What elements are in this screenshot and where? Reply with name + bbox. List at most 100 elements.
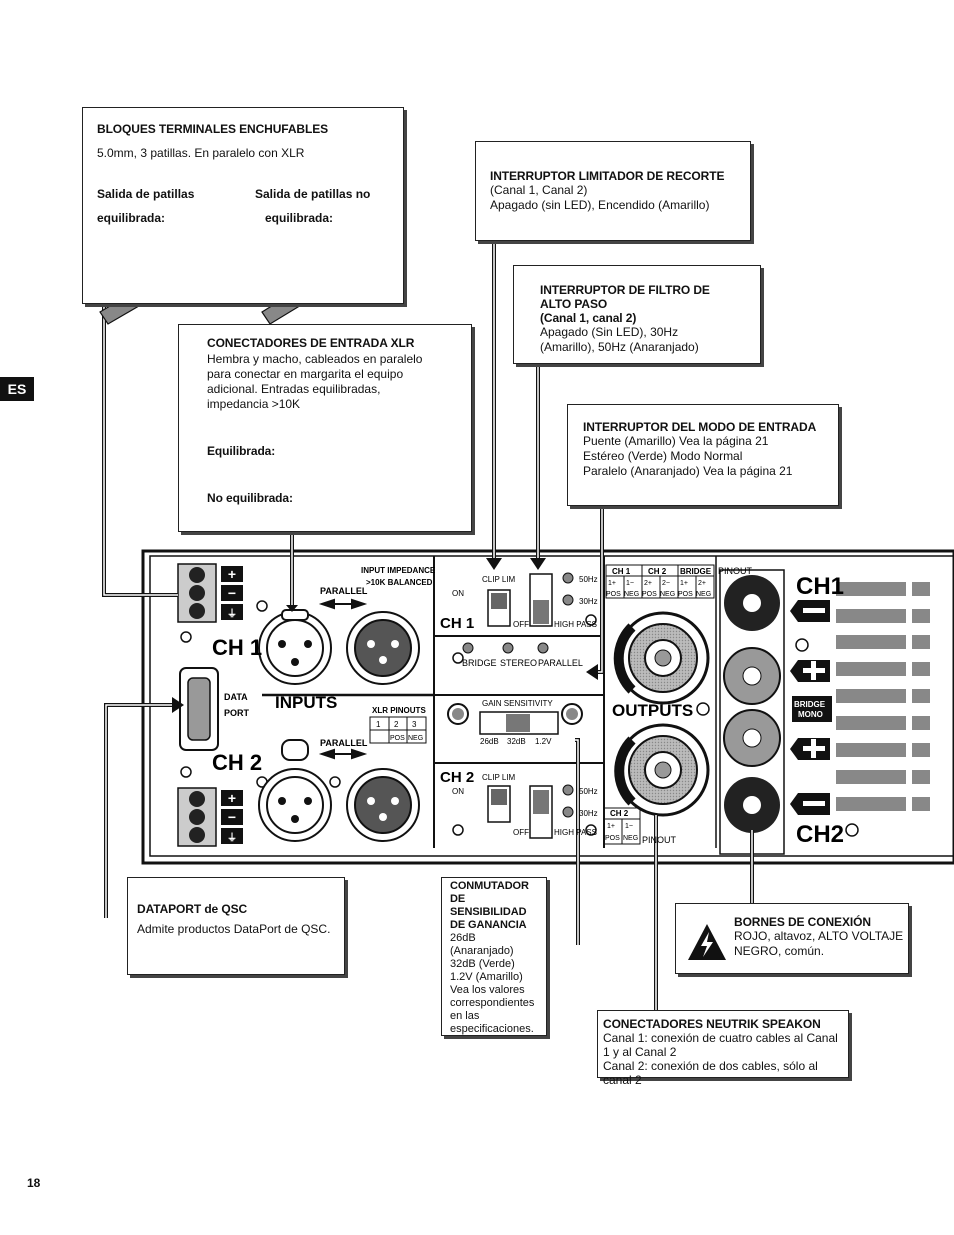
callout-binding-posts: BORNES DE CONEXIÓN ROJO, altavoz, ALTO V… xyxy=(675,903,909,974)
callout-text-1: Puente (Amarillo) Vea la página 21 xyxy=(583,434,769,448)
pin-pos-1: POS xyxy=(606,591,621,598)
data-port-label-2: PORT xyxy=(224,708,250,718)
callout-xlr-inputs: CONECTADORES DE ENTRADA XLR Hembra y mac… xyxy=(178,324,472,532)
hz50-label-ch1: 50Hz xyxy=(579,575,598,584)
speakon-pinout-table-ch1 xyxy=(605,564,715,599)
xlr-pin-2: 2 xyxy=(394,720,399,729)
bridge-mono-label-1: BRIDGE xyxy=(794,700,826,709)
callout-text-1: Canal 1: conexión de cuatro cables al Ca… xyxy=(603,1031,838,1059)
svg-text:+: + xyxy=(228,566,236,582)
high-voltage-warning-icon xyxy=(688,924,726,960)
callout-clip-limiter: INTERRUPTOR LIMITADOR DE RECORTE (Canal … xyxy=(475,141,751,241)
callout-title: INTERRUPTOR DE FILTRO DE ALTO PASO xyxy=(540,283,710,311)
callout-high-pass: INTERRUPTOR DE FILTRO DE ALTO PASO (Cana… xyxy=(513,265,761,364)
callout-title-4: DE GANANCIA xyxy=(450,919,527,931)
binding-post-ch2-negative xyxy=(724,777,780,833)
unbalanced-label-1: Salida de patillas no xyxy=(255,187,371,201)
high-pass-switch-ch2 xyxy=(529,785,553,839)
input-mode-leds xyxy=(462,572,574,818)
off-label-ch1: OFF xyxy=(513,620,529,629)
callout-text-2: 32dB (Verde) xyxy=(450,958,515,970)
output-ch1-label: CH1 xyxy=(796,573,844,600)
callout-dataport: DATAPORT de QSC Admite productos DataPor… xyxy=(127,877,345,975)
svg-text:+: + xyxy=(228,790,236,806)
hz50-label-ch2: 50Hz xyxy=(579,787,598,796)
callout-text: Apagado (Sin LED), 30Hz (Amarillo), 50Hz… xyxy=(540,325,699,354)
balanced-label-1: Salida de patillas xyxy=(97,187,195,201)
pin-1n-a: 1− xyxy=(626,580,634,587)
balanced-label-2: equilibrada: xyxy=(97,211,166,225)
speakon-connector-ch1 xyxy=(613,611,710,705)
gain-1-2v-label: 1.2V xyxy=(535,737,552,746)
callout-subtitle: (Canal 1, canal 2) xyxy=(540,311,637,325)
high-pass-label-ch1: HIGH PASS xyxy=(554,620,597,629)
pinout-bridge-header: BRIDGE xyxy=(680,567,712,576)
xlr-unbalanced-label: No equilibrada: xyxy=(207,491,293,505)
terminal-block-ch1: + − ⏚ xyxy=(177,563,243,623)
callout-text: 5.0mm, 3 patillas. En paralelo con XLR xyxy=(97,146,305,160)
callout-text: ROJO, altavoz, ALTO VOLTAJE NEGRO, común… xyxy=(734,929,904,958)
callout-text-2: Canal 2: conexión de dos cables, sólo al… xyxy=(603,1059,818,1087)
high-pass-switch-ch1 xyxy=(529,573,553,627)
callout-title-2: DE xyxy=(450,893,466,905)
polarity-tags xyxy=(790,600,832,815)
callout-text-1: (Canal 1, Canal 2) xyxy=(490,183,588,197)
switch-ch1-label: CH 1 xyxy=(440,615,474,632)
xlr-male-ch2 xyxy=(346,768,420,842)
panel-ch1-label: CH 1 xyxy=(212,635,262,660)
pin-pos-3: POS xyxy=(678,591,693,598)
bridge-mono-label-2: MONO xyxy=(798,710,823,719)
output-ch2-label: CH2 xyxy=(796,821,844,848)
impedance-label-1: INPUT IMPEDANCE xyxy=(361,566,436,575)
pin-2p-b: 2+ xyxy=(698,580,706,587)
pin-1p-c: 1+ xyxy=(607,823,615,830)
callout-text-3: 1.2V (Amarillo) xyxy=(450,971,523,983)
pin-pos-2: POS xyxy=(642,591,657,598)
svg-text:−: − xyxy=(228,585,236,601)
off-label-ch2: OFF xyxy=(513,828,529,837)
binding-post-ch1-positive xyxy=(723,647,781,705)
speakon-pinout-table-ch2 xyxy=(603,807,641,845)
callout-text-3: Paralelo (Anaranjado) Vea la página 21 xyxy=(583,464,793,478)
gain-sensitivity-label: GAIN SENSITIVITY xyxy=(482,699,553,708)
speakon-connector-ch2 xyxy=(614,723,710,817)
pinout-ch1-header: CH 1 xyxy=(612,567,631,576)
pin-2p-a: 2+ xyxy=(644,580,652,587)
callout-title: INTERRUPTOR DEL MODO DE ENTRADA xyxy=(583,420,817,434)
hz30-label-ch1: 30Hz xyxy=(579,597,598,606)
xlr-female-ch1 xyxy=(258,609,332,685)
callout-text-4: Vea los valores correspondientes en las … xyxy=(450,984,535,1035)
pin-pos-4: POS xyxy=(605,835,620,842)
callout-text-2: Apagado (sin LED), Encendido (Amarillo) xyxy=(490,198,710,212)
pin-1p-a: 1+ xyxy=(608,580,616,587)
clip-lim-label-ch1: CLIP LIM xyxy=(482,575,516,584)
callout-text: Admite productos DataPort de QSC. xyxy=(137,922,331,936)
binding-post-ch2-positive xyxy=(723,709,781,767)
pin-neg-4: NEG xyxy=(623,835,638,842)
clip-lim-label-ch2: CLIP LIM xyxy=(482,773,516,782)
pin-neg-1: NEG xyxy=(624,591,639,598)
xlr-neg: NEG xyxy=(408,735,423,742)
clip-limiter-switch-ch2 xyxy=(487,785,511,823)
data-port-connector xyxy=(179,667,219,751)
hz30-label-ch2: 30Hz xyxy=(579,809,598,818)
mode-stereo-label: STEREO xyxy=(500,658,537,668)
callout-text-2: Estéreo (Verde) Modo Normal xyxy=(583,449,743,463)
pin-2n-a: 2− xyxy=(662,580,670,587)
xlr-pin-3: 3 xyxy=(412,720,417,729)
mode-parallel-label: PARALLEL xyxy=(538,658,583,668)
callout-title-1: CONMUTADOR xyxy=(450,880,529,892)
callout-title: BLOQUES TERMINALES ENCHUFABLES xyxy=(97,122,329,136)
callout-text: Hembra y macho, cableados en paralelo pa… xyxy=(207,352,423,411)
svg-text:⏚: ⏚ xyxy=(227,832,237,844)
xlr-female-ch2 xyxy=(258,739,332,842)
callout-title: INTERRUPTOR LIMITADOR DE RECORTE xyxy=(490,169,725,183)
pinout-label-bottom: PINOUT xyxy=(642,835,677,845)
callout-input-mode: INTERRUPTOR DEL MODO DE ENTRADA Puente (… xyxy=(567,404,839,506)
clip-limiter-switch-ch1 xyxy=(487,589,511,627)
panel-inputs-label: INPUTS xyxy=(275,693,337,712)
language-tab: ES xyxy=(0,377,34,401)
xlr-pinouts-label: XLR PINOUTS xyxy=(372,706,426,715)
callout-gain-sensitivity: CONMUTADOR DE SENSIBILIDAD DE GANANCIA 2… xyxy=(441,877,547,1036)
